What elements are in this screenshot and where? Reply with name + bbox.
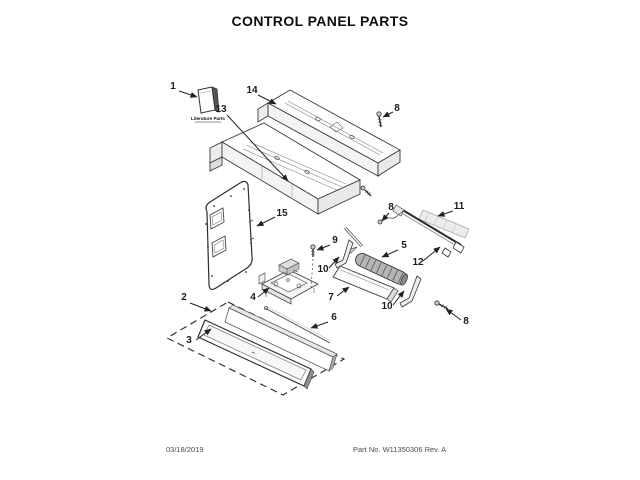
callout-labels: 1 13 14 8 15 8 11 9 5 12 10 4 7 10 8 2 3… — [170, 81, 469, 346]
callout-label-11: 11 — [454, 201, 465, 212]
callout-arrows — [178, 90, 462, 341]
callout-label-12: 12 — [412, 257, 424, 268]
callout-label-15: 15 — [276, 208, 288, 219]
part-1-literature-booklet: Literature Parts — [191, 86, 225, 123]
callout-label-14: 14 — [246, 85, 258, 96]
callout-label-8a: 8 — [394, 103, 400, 114]
part-15-side-panel — [205, 180, 255, 291]
part-6-trim-line — [264, 305, 332, 344]
callout-label-8c: 8 — [463, 316, 469, 327]
literature-parts-label: Literature Parts — [191, 116, 225, 121]
part-8-screw-top — [376, 111, 383, 128]
callout-label-3: 3 — [186, 335, 192, 346]
callout-label-7: 7 — [328, 292, 334, 303]
part-9-screw — [310, 244, 316, 289]
part-14-top-panel — [257, 89, 401, 177]
part-12-rail — [392, 204, 465, 258]
callout-label-8b: 8 — [388, 202, 394, 213]
callout-label-13: 13 — [215, 104, 227, 115]
part-8-screw-bottom — [434, 300, 449, 310]
callout-label-9: 9 — [332, 235, 338, 246]
panel-inner-back — [224, 304, 338, 372]
part-11-strip — [418, 209, 470, 239]
part-3-glass-panel — [197, 319, 315, 390]
part-4-control-assembly — [258, 258, 319, 305]
callout-label-1: 1 — [170, 81, 176, 92]
callout-label-6: 6 — [331, 312, 337, 323]
callout-label-2: 2 — [181, 292, 187, 303]
part-7-trim-strip — [332, 265, 399, 303]
callout-label-10b: 10 — [381, 301, 393, 312]
part-8-screw-right — [360, 185, 372, 197]
footer-date: 03/18/2019 — [166, 445, 204, 454]
callout-label-4: 4 — [250, 292, 256, 303]
callout-label-5: 5 — [401, 240, 407, 251]
footer-part-number: Part No. W11350306 Rev. A — [353, 445, 447, 454]
callout-label-10a: 10 — [317, 264, 329, 275]
part-10-bracket-upper — [334, 239, 354, 269]
page-title: CONTROL PANEL PARTS — [231, 13, 409, 29]
part-10-bracket-lower — [399, 275, 422, 308]
